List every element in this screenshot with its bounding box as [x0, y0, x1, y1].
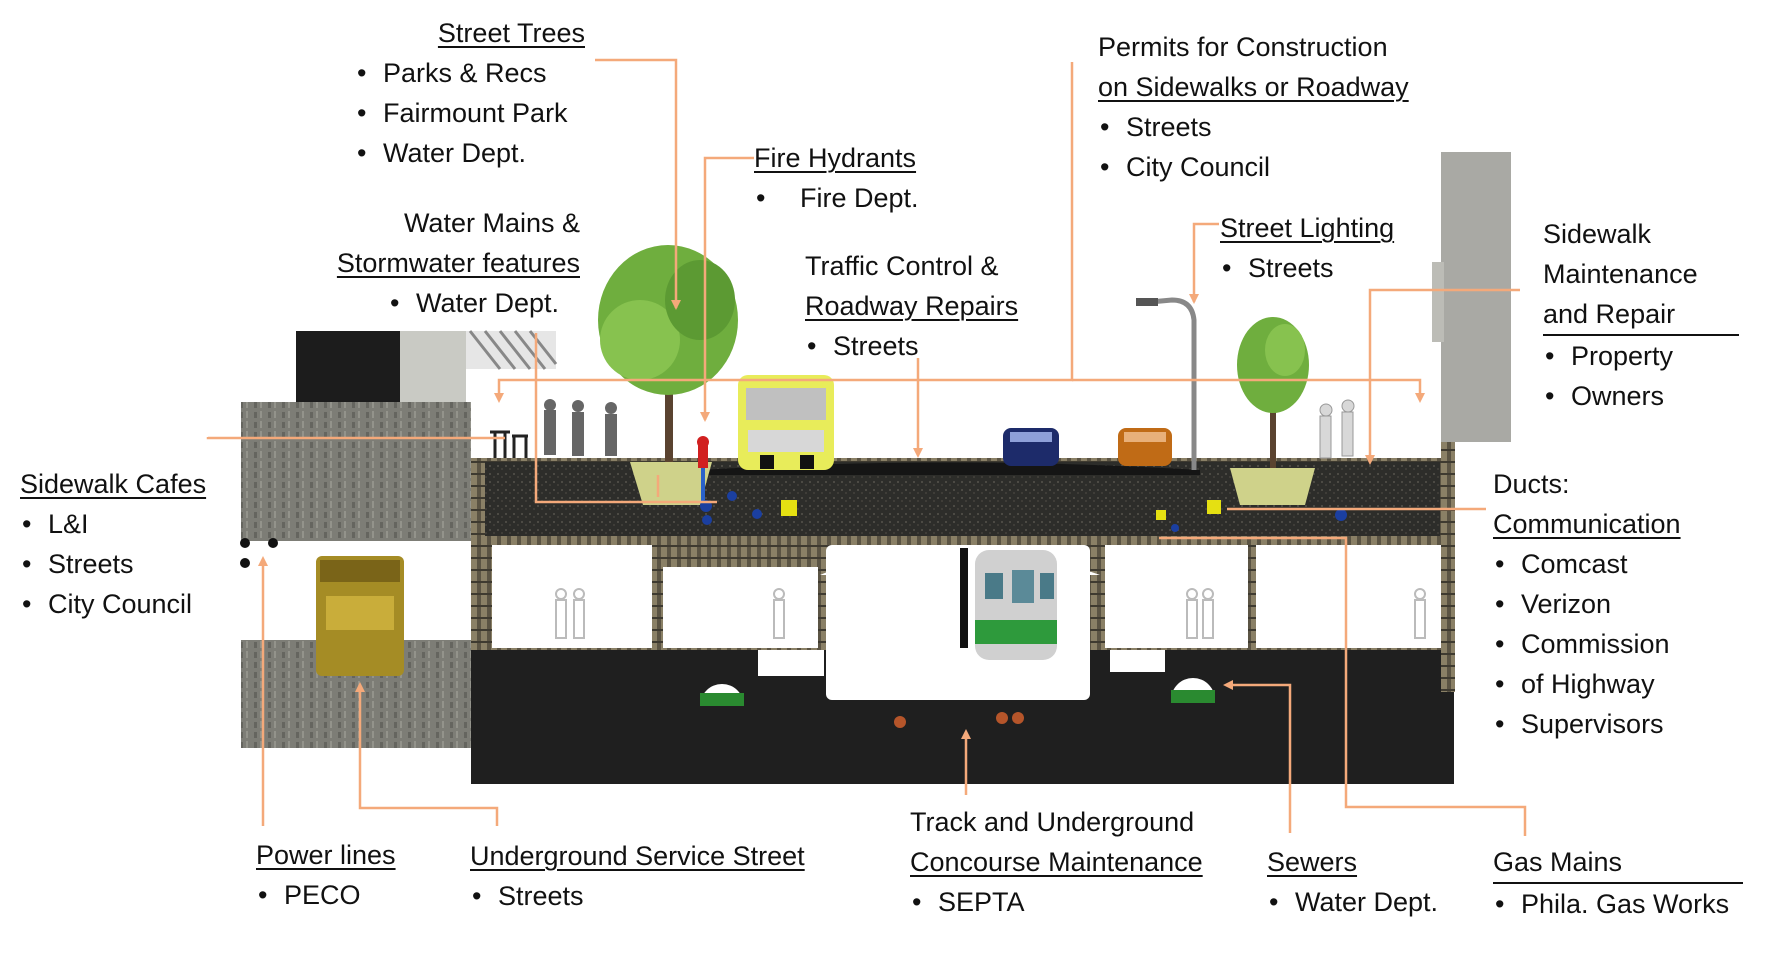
list-item: City Council — [20, 584, 206, 624]
street-light — [1136, 297, 1197, 470]
list-item: Phila. Gas Works — [1493, 884, 1743, 924]
fire-hydrants-title: Fire Hydrants — [754, 143, 917, 173]
label-street-trees-items: Parks & Recs Fairmount Park Water Dept. — [355, 53, 568, 173]
water-mains-title-line1: Water Mains & — [403, 208, 580, 238]
sidewalk-maint-title-line1: Sidewalk — [1543, 219, 1652, 249]
concourse-figures — [555, 588, 1426, 639]
list-item: Supervisors — [1493, 704, 1681, 744]
label-gas-mains: Gas Mains Phila. Gas Works — [1493, 842, 1743, 924]
permits-title-line2: on Sidewalks or Roadway — [1098, 72, 1409, 102]
label-water-mains: Water Mains & Stormwater features — [280, 203, 580, 283]
list-item: City Council — [1098, 147, 1409, 187]
list-item: Parks & Recs — [355, 53, 568, 93]
pedestrians-right — [1319, 399, 1355, 459]
fire-hydrant — [697, 436, 709, 508]
label-sidewalk-maintenance: Sidewalk Maintenance and Repair Property… — [1543, 214, 1739, 416]
label-underground-service-street: Underground Service Street Streets — [470, 836, 805, 916]
list-item: Water Dept. — [355, 133, 568, 173]
street-trees-title: Street Trees — [437, 18, 585, 48]
car-blue — [1003, 428, 1059, 466]
label-permits: Permits for Construction on Sidewalks or… — [1098, 27, 1409, 187]
gas-mains-title: Gas Mains — [1493, 842, 1743, 884]
traffic-title-line1: Traffic Control & — [805, 251, 999, 281]
car-orange — [1118, 428, 1172, 466]
list-item: Streets — [805, 326, 1018, 366]
service-street-title: Underground Service Street — [470, 841, 805, 871]
list-item: L&I — [20, 504, 206, 544]
street-tree-right — [1230, 317, 1315, 505]
bus — [738, 375, 834, 470]
service-truck — [241, 541, 471, 676]
list-item: Property — [1543, 336, 1739, 376]
subway-train — [960, 548, 1057, 660]
permits-title-line1: Permits for Construction — [1098, 32, 1388, 62]
list-item: SEPTA — [910, 882, 1203, 922]
list-item: Fire Dept. — [754, 178, 919, 218]
street-lighting-title: Street Lighting — [1220, 213, 1395, 243]
utility-pipes — [240, 491, 1347, 568]
track-title-line2: Concourse Maintenance — [910, 847, 1203, 877]
power-lines-title: Power lines — [256, 840, 396, 870]
list-item: Streets — [20, 544, 206, 584]
label-track-maintenance: Track and Underground Concourse Maintena… — [910, 802, 1203, 922]
sidewalk-maint-title-line2: Maintenance — [1543, 259, 1698, 289]
ducts-title-line1: Ducts: — [1493, 469, 1570, 499]
list-item: Comcast — [1493, 544, 1681, 584]
sewers-title: Sewers — [1267, 847, 1358, 877]
traffic-title-line2: Roadway Repairs — [805, 291, 1019, 321]
list-item: Fairmount Park — [355, 93, 568, 133]
track-title-line1: Track and Underground — [910, 807, 1195, 837]
sidewalk-maint-title-line3: and Repair — [1543, 294, 1739, 336]
water-mains-title-line2: Stormwater features — [336, 248, 580, 278]
list-item: of Highway — [1493, 664, 1681, 704]
pedestrians — [544, 399, 617, 456]
list-item: Verizon — [1493, 584, 1681, 624]
label-fire-hydrants: Fire Hydrants Fire Dept. — [754, 138, 919, 218]
list-item: PECO — [256, 875, 396, 915]
sidewalk-cafes-title: Sidewalk Cafes — [20, 469, 207, 499]
label-street-lighting: Street Lighting Streets — [1220, 208, 1394, 288]
ducts-title-line2: Communication — [1493, 509, 1681, 539]
list-item: Commission — [1493, 624, 1681, 664]
list-item: Water Dept. — [1267, 882, 1438, 922]
label-sewers: Sewers Water Dept. — [1267, 842, 1438, 922]
track-drains — [894, 712, 1024, 728]
label-power-lines: Power lines PECO — [256, 835, 396, 915]
cafe-table — [490, 430, 528, 458]
label-traffic-control: Traffic Control & Roadway Repairs Street… — [805, 246, 1018, 366]
list-item: Streets — [1098, 107, 1409, 147]
list-item: Owners — [1543, 376, 1739, 416]
label-water-mains-items: Water Dept. — [388, 283, 559, 323]
list-item: Streets — [470, 876, 805, 916]
label-ducts: Ducts: Communication Comcast Verizon Com… — [1493, 464, 1681, 744]
leader-arrowheads — [258, 294, 1425, 739]
street-tree-left — [598, 245, 738, 505]
list-item: Streets — [1220, 248, 1394, 288]
list-item: Water Dept. — [388, 283, 559, 323]
label-street-trees: Street Trees — [355, 13, 585, 53]
label-sidewalk-cafes: Sidewalk Cafes L&I Streets City Council — [20, 464, 206, 624]
